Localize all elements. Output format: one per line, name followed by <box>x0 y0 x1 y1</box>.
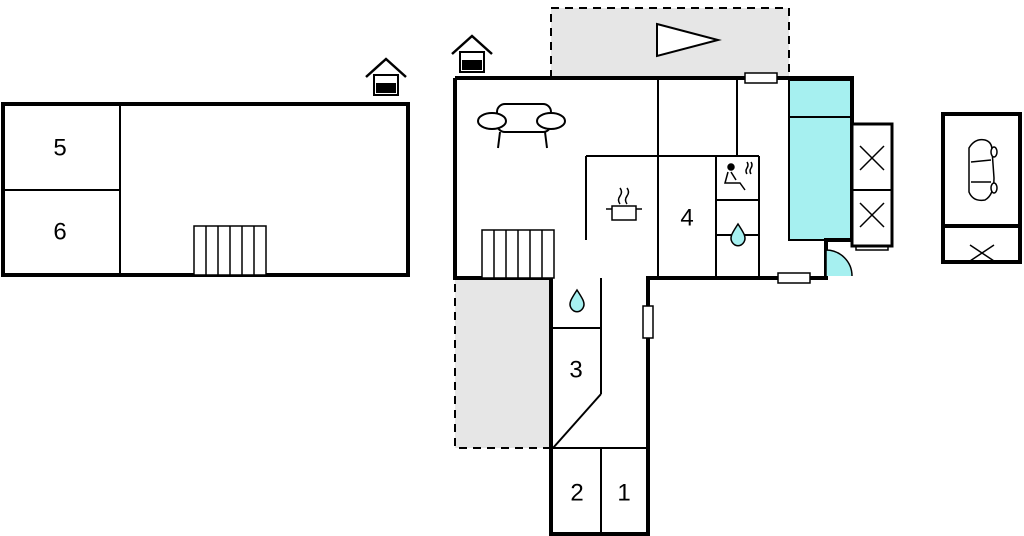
room-2-label: 2 <box>570 479 583 506</box>
carport <box>941 112 1022 264</box>
window-south <box>777 272 811 284</box>
terrace-south <box>454 277 552 449</box>
window-corridor <box>642 305 654 339</box>
stairs-icon-main <box>481 229 555 279</box>
sauna-icon <box>724 161 753 191</box>
kitchen-icon <box>606 187 642 221</box>
stairs-icon <box>193 225 267 276</box>
house-icon <box>365 57 407 96</box>
house-icon-main <box>451 34 493 73</box>
compass-arrow-icon <box>656 22 722 58</box>
water-drop-icon <box>730 222 746 247</box>
cross-icon <box>969 244 995 262</box>
pool-area <box>788 79 853 241</box>
room-6-label: 6 <box>53 218 66 245</box>
window-north <box>744 72 778 84</box>
carport-outline <box>941 112 1022 264</box>
left-building: 5 6 <box>1 57 410 277</box>
room-1-label: 1 <box>617 479 630 506</box>
door-arc <box>825 249 853 277</box>
room-4-label: 4 <box>680 204 693 231</box>
car-icon <box>968 138 998 202</box>
room-5-label: 5 <box>53 134 66 161</box>
water-drop-icon-2 <box>569 288 585 313</box>
room-3-label: 3 <box>569 356 582 383</box>
interior-walls <box>552 78 760 534</box>
sofa-icon <box>477 103 566 149</box>
bed-cross-icon <box>850 122 894 248</box>
